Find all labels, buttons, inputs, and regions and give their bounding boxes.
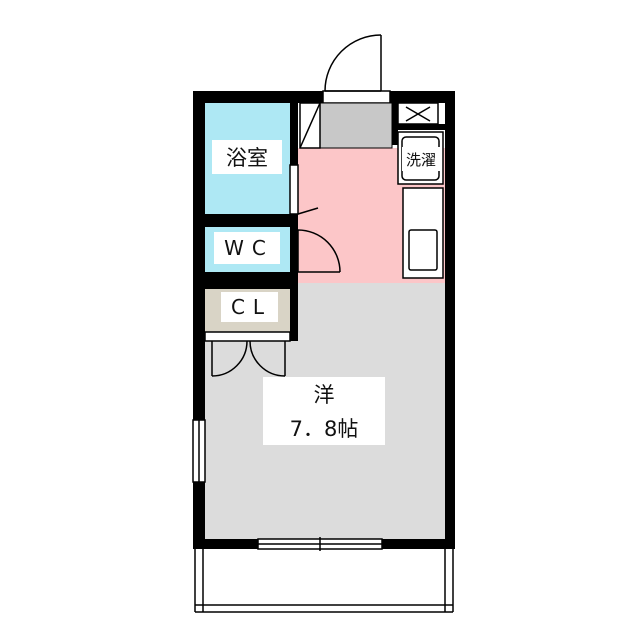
- entrance-step: [319, 102, 393, 149]
- front-door: [322, 34, 391, 104]
- closet-label: CL: [221, 292, 278, 322]
- balcony: [194, 548, 454, 613]
- bathroom-label: 浴室: [212, 140, 282, 174]
- side-window: [192, 419, 206, 483]
- wc-door: [297, 229, 341, 273]
- washer-space: [397, 102, 444, 185]
- wc-label: WC: [214, 232, 280, 264]
- closet-doors: [204, 331, 291, 377]
- kitchen-counter: [402, 187, 444, 279]
- shoe-cabinet: [299, 102, 321, 149]
- western-room-label-type: 洋: [263, 377, 385, 411]
- washer-label: 洗濯: [402, 147, 440, 171]
- balcony-sliding-door: [257, 537, 383, 551]
- bathroom-door: [289, 164, 319, 215]
- western-room-label-size: 7．8帖: [263, 411, 385, 445]
